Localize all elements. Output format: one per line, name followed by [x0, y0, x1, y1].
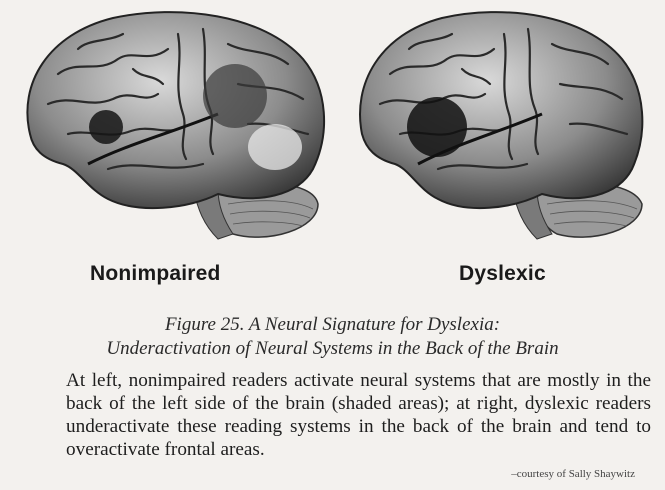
dyslexic-brain-illustration: [359, 11, 644, 240]
nonimpaired-label: Nonimpaired: [90, 262, 221, 285]
figure-description: At left, nonimpaired readers activate ne…: [66, 370, 651, 460]
figure-caption-subtitle: Underactivation of Neural Systems in the…: [106, 338, 559, 359]
dyslexic-label: Dyslexic: [459, 262, 546, 285]
image-credit: –courtesy of Sally Shaywitz: [511, 468, 635, 480]
nonimpaired-brain-illustration: [26, 11, 326, 240]
figure-caption-title: Figure 25. A Neural Signature for Dyslex…: [164, 314, 501, 335]
